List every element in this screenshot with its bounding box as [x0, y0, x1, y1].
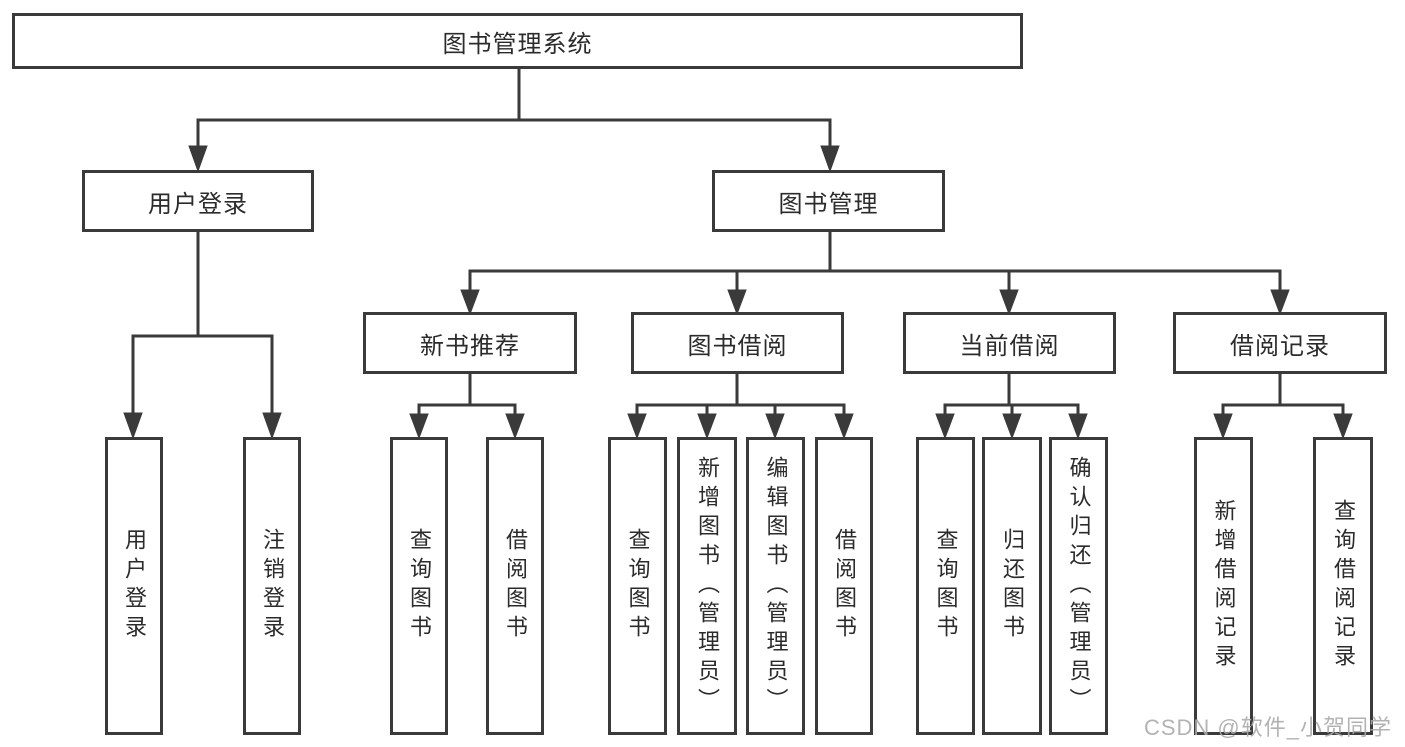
leaf-label: 编辑图书（管理员） [763, 455, 789, 717]
leaf-label: 用户登录 [122, 528, 147, 644]
leaf-borrow-books-recommend: 借阅图书 [486, 437, 544, 735]
leaf-return-books: 归还图书 [982, 437, 1042, 735]
leaf-label: 确认归还（管理员） [1066, 455, 1092, 717]
leaf-label: 查询图书 [407, 528, 432, 644]
leaf-query-books-current: 查询图书 [916, 437, 975, 735]
node-label: 用户登录 [148, 190, 248, 218]
leaf-add-borrow-record: 新增借阅记录 [1194, 437, 1253, 735]
connector-current-borrowing-to-leaves [935, 373, 1088, 440]
connector-user-login-to-leaves [123, 231, 282, 440]
node-user-login: 用户登录 [82, 170, 314, 232]
leaf-edit-books-admin: 编辑图书（管理员） [746, 437, 805, 735]
leaf-logout-login: 注销登录 [243, 437, 301, 735]
node-book-borrowing: 图书借阅 [631, 312, 844, 374]
connector-book-management-to-level3 [460, 231, 1290, 316]
node-label: 新书推荐 [420, 332, 520, 360]
leaf-label: 借阅图书 [832, 528, 857, 644]
connector-root-to-level2 [188, 67, 840, 173]
node-label: 图书借阅 [687, 332, 788, 360]
leaf-query-books-borrow: 查询图书 [608, 437, 667, 735]
leaf-label: 查询图书 [625, 528, 651, 644]
leaf-label: 新增借阅记录 [1211, 499, 1237, 673]
leaf-confirm-return-admin: 确认归还（管理员） [1049, 437, 1108, 735]
node-current-borrowing: 当前借阅 [903, 312, 1116, 374]
leaf-query-books-recommend: 查询图书 [390, 437, 448, 735]
connector-borrowing-records-to-leaves [1213, 373, 1353, 440]
connector-book-borrowing-to-leaves [627, 373, 854, 440]
leaf-borrow-books-borrow: 借阅图书 [815, 437, 873, 735]
node-library-management-system: 图书管理系统 [12, 13, 1023, 69]
leaf-add-books-admin: 新增图书（管理员） [677, 437, 737, 735]
leaf-label: 归还图书 [1000, 528, 1025, 644]
leaf-label: 注销登录 [260, 528, 285, 644]
connector-new-book-recommendation-to-leaves [409, 373, 525, 440]
leaf-label: 新增图书（管理员） [695, 455, 720, 717]
leaf-label: 查询图书 [933, 528, 959, 644]
node-book-management: 图书管理 [712, 170, 945, 232]
node-borrowing-records: 借阅记录 [1173, 312, 1387, 374]
node-label: 图书管理 [778, 190, 879, 218]
node-label: 借阅记录 [1230, 332, 1330, 360]
node-new-book-recommendation: 新书推荐 [363, 312, 577, 374]
leaf-user-login: 用户登录 [105, 437, 163, 735]
node-label: 图书管理系统 [442, 30, 593, 58]
leaf-label: 查询借阅记录 [1331, 499, 1356, 673]
leaf-query-borrow-record: 查询借阅记录 [1313, 437, 1373, 735]
node-label: 当前借阅 [959, 332, 1060, 360]
leaf-label: 借阅图书 [503, 528, 528, 644]
